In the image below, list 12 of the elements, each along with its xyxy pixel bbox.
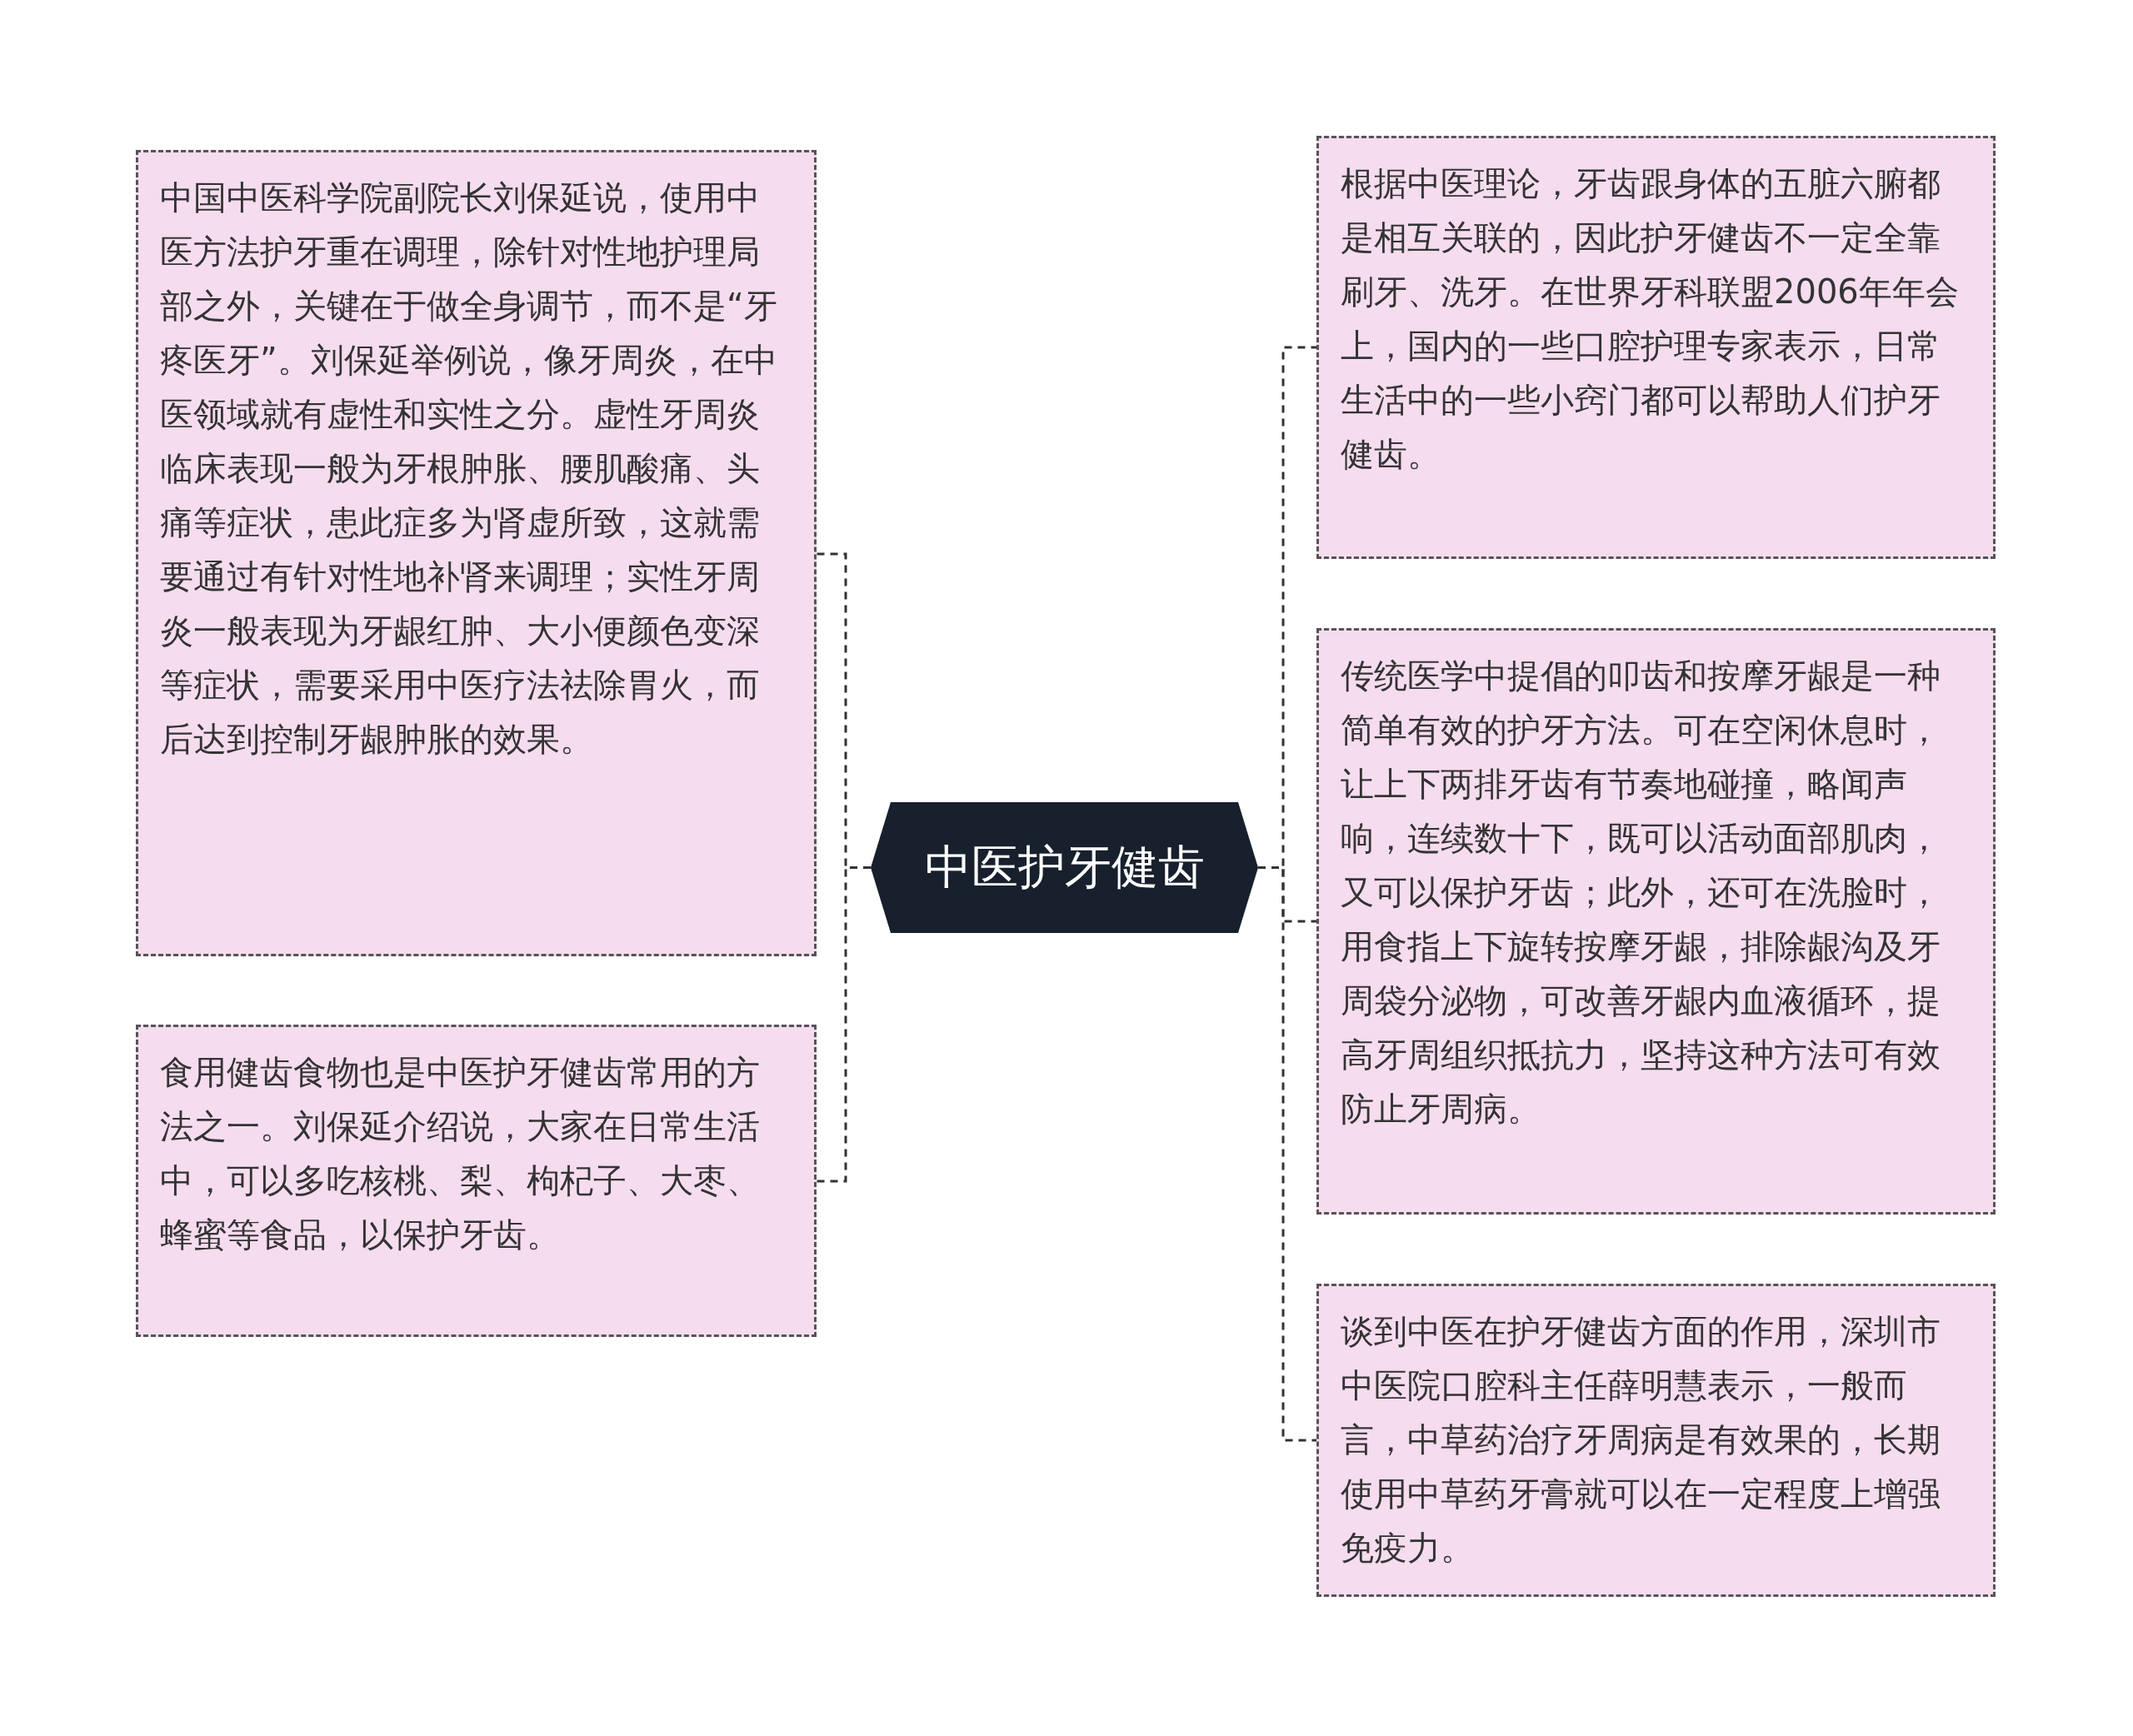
topic-title: 中医护牙健齿 xyxy=(924,838,1205,895)
note-card xyxy=(136,150,817,956)
note-text: 谈到中医在护牙健齿方面的作用，深圳市中医院口腔科主任薛明慧表示，一般而言，中草药治疗牙周病是有效果的，长期使用中草药牙膏就可以在一定程度上增强免疫力。 xyxy=(1341,1311,1941,1569)
note-card xyxy=(1316,136,1996,559)
note-card xyxy=(136,1025,817,1337)
note-text: 中国中医科学院副院长刘保延说，使用中医方法护牙重在调理，除针对性地护理局部之外，关键在于做全身调节，而不是“牙疼医牙”。刘保延举例说，像牙周炎，在中医领域就有虚性和实性之分。虚性牙周炎临床表现一般为牙根肿胀、腰肌酸痛、头痛等症状，患此症多为肾虚所致，这就需要通过有针对性地补肾来调理；实性牙周炎一般表现为牙龈红肿、大小便颜色变深等症状，需要采用中医疗法祛除胃火，而后达到控制牙龈肿胀的效果。 xyxy=(160,177,778,760)
note-card xyxy=(1316,628,1996,1215)
connector-line xyxy=(817,866,871,1183)
note-text: 传统医学中提倡的叩齿和按摩牙龈是一种简单有效的护牙方法。可在空闲休息时，让上下两排牙齿有节奏地碰撞，略闻声响，连续数十下，既可以活动面部肌肉，又可以保护牙齿；此外，还可在洗脸时，用食指上下旋转按摩牙龈，排除龈沟及牙周袋分泌物，可改善牙龈内血液循环，提高牙周组织抵抗力，坚持这种方法可有效防止牙周病。 xyxy=(1341,656,1941,1130)
note-card xyxy=(1316,1284,1996,1597)
note-text: 食用健齿食物也是中医护牙健齿常用的方法之一。刘保延介绍说，大家在日常生活中，可以多吃核桃、梨、枸杞子、大枣、蜂蜜等食品，以保护牙齿。 xyxy=(160,1052,761,1255)
note-text: 根据中医理论，牙齿跟身体的五脏六腑都是相互关联的，因此护牙健齿不一定全靠刷牙、洗牙。在世界牙科联盟2006年年会上，国内的一些口腔护理专家表示，日常生活中的一些小窍门都可以帮助人们护牙健齿。 xyxy=(1341,163,1960,475)
